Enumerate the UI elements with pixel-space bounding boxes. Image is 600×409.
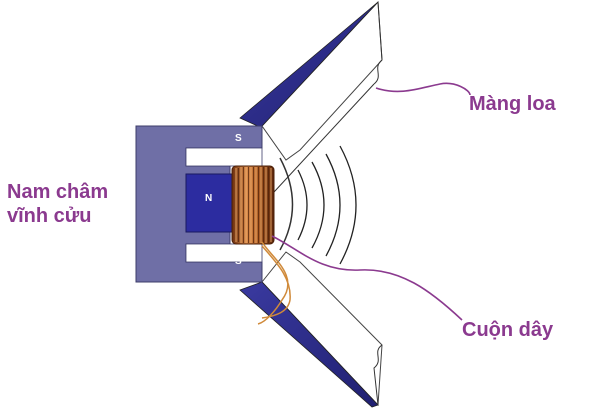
- magnet-label-line1: Nam châm: [7, 181, 109, 203]
- cone-edge-top-wave: [373, 59, 383, 85]
- leader-coil: [271, 235, 463, 321]
- cone-paper-top: [261, 0, 383, 161]
- lead-wire-1: [261, 245, 291, 319]
- diaphragm-curve: [279, 157, 294, 251]
- pole-label-bottom: S: [235, 256, 242, 267]
- cone-inner-line-top: [261, 83, 375, 206]
- lead-wire-2: [257, 241, 289, 325]
- cone-paper-bottom: [261, 251, 383, 407]
- coil-windings: [235, 167, 272, 243]
- cone-edge-bottom-wave: [373, 344, 383, 406]
- magnet-core: [185, 173, 237, 233]
- air-gap-bottom: [185, 243, 263, 263]
- pole-label-top: S: [235, 133, 242, 144]
- leader-cone: [375, 82, 471, 96]
- cone-label: Màng loa: [469, 93, 556, 115]
- cone-edge-top: [377, 1, 383, 61]
- magnet-label: Nam châm vĩnh cửu: [7, 180, 108, 228]
- magnet-label-line2: vĩnh cửu: [7, 205, 92, 227]
- pole-label-center: N: [205, 193, 213, 204]
- coil-label: Cuộn dây: [462, 319, 554, 341]
- air-gap-top: [185, 147, 263, 167]
- coil-windings-dark: [238, 167, 269, 243]
- sound-waves: [297, 145, 357, 265]
